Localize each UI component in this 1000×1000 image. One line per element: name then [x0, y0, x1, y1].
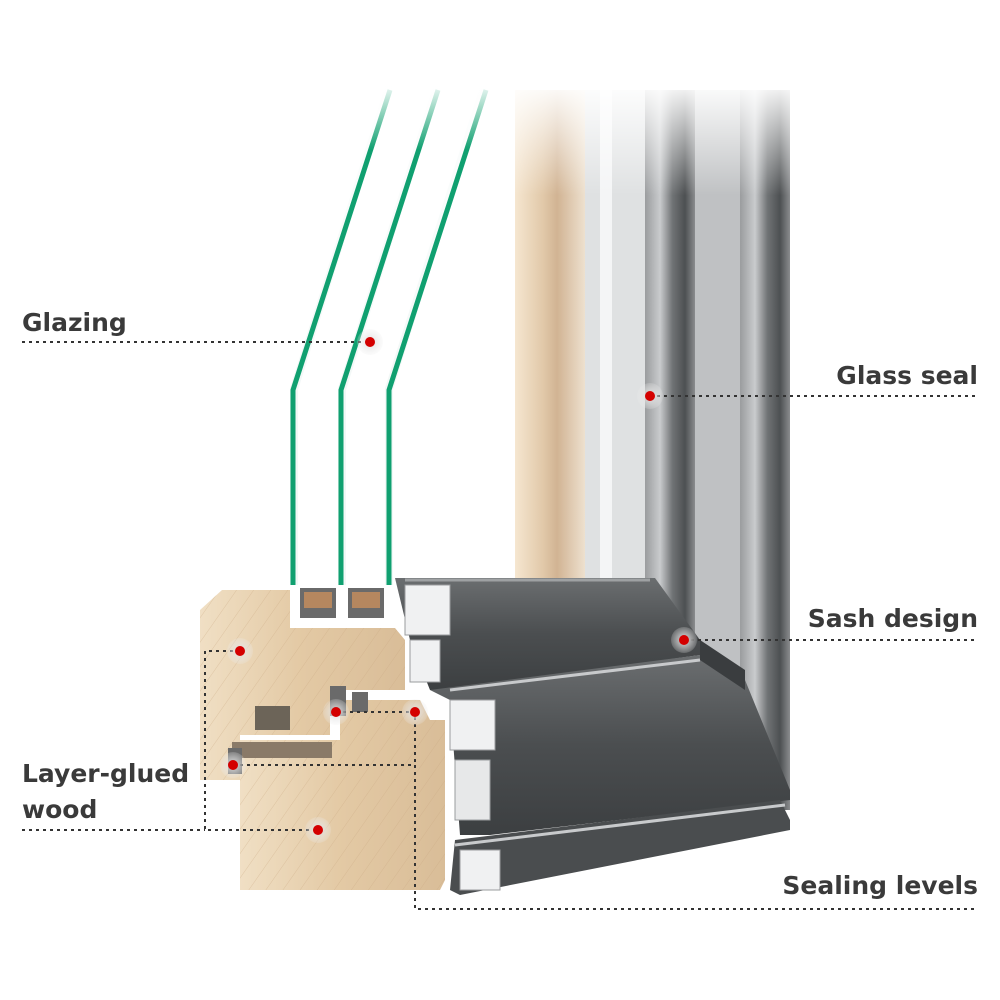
marker-dot-icon — [323, 699, 349, 725]
marker-dot-icon — [671, 627, 697, 653]
vertical-frame — [500, 80, 810, 810]
marker-dot-icon — [402, 699, 428, 725]
marker-dot-icon — [357, 329, 383, 355]
marker-dot-icon — [227, 638, 253, 664]
leader-lines — [22, 341, 978, 910]
label-layer-glued-line2: wood — [22, 795, 98, 824]
leader-sealing-levels — [233, 764, 978, 910]
wood-profile — [200, 590, 445, 890]
label-layer-glued-line1: Layer-glued — [22, 759, 190, 788]
marker-dot-icon — [305, 817, 331, 843]
marker-dot-icon — [637, 383, 663, 409]
label-sealing-levels: Sealing levels — [782, 871, 978, 900]
label-layer-glued-wood: Layer-glued wood — [22, 756, 189, 828]
label-sash-design: Sash design — [807, 604, 978, 633]
marker-dot-icon — [220, 752, 246, 778]
label-glass-seal: Glass seal — [836, 361, 978, 390]
label-glazing: Glazing — [22, 308, 127, 337]
aluminium-cladding — [395, 578, 790, 895]
glazing-panes — [280, 80, 500, 618]
markers — [220, 329, 697, 843]
